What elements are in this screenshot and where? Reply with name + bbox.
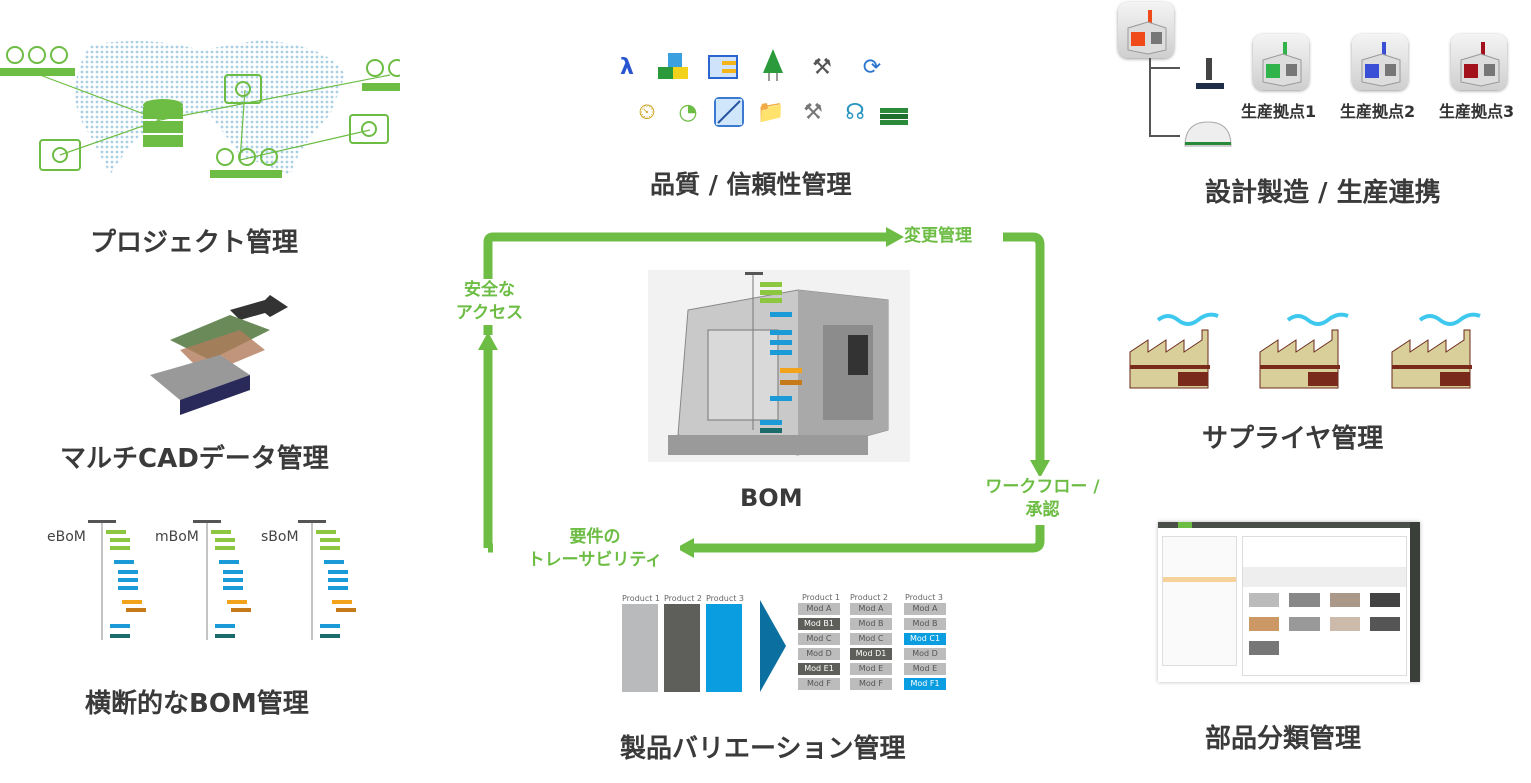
section-title-project: プロジェクト管理 (90, 228, 299, 258)
label-line: 安全な (464, 280, 515, 300)
tools-icon: ⚒ (812, 54, 832, 80)
product-3-bar (706, 604, 742, 692)
section-title-design-mfg: 設計製造 / 生産連携 (1205, 178, 1441, 208)
world-map-image (0, 40, 400, 178)
product-2-label: Product 2 (664, 594, 703, 603)
module-cell: Mod B (904, 618, 946, 630)
label-workflow-approval: ワークフロー / 承認 (970, 476, 1115, 522)
module-cell: Mod C (850, 633, 892, 645)
label-line: 承認 (1025, 500, 1060, 520)
module-cell: Mod D (798, 648, 840, 660)
factory-icon (1451, 34, 1507, 90)
module-cell: Mod C1 (904, 633, 946, 645)
module-cell: Mod C (798, 633, 840, 645)
module-cell: Mod F (850, 678, 892, 690)
cycle-right-line (1003, 232, 1045, 462)
lambda-icon: λ (620, 54, 634, 80)
section-title-quality: 品質 / 信頼性管理 (650, 170, 852, 199)
label-change-management: 変更管理 (904, 225, 972, 248)
product-1-label: Product 1 (622, 594, 661, 603)
caliper-icon: ⚒ (803, 99, 823, 125)
label-line: アクセス (455, 303, 524, 323)
product-2-label: Product 2 (850, 593, 889, 602)
product-1-bar (622, 604, 658, 692)
section-title-supplier: サプライヤ管理 (1202, 424, 1384, 454)
factory-icon (1352, 34, 1408, 90)
mbom-label: mBoM (155, 529, 199, 545)
section-title-multicad: マルチCADデータ管理 (60, 444, 329, 474)
gear-icon (39, 74, 389, 171)
section-title-variation: 製品バリエーション管理 (620, 734, 906, 764)
cad-assembly-image (150, 295, 288, 415)
bom-machine-image (648, 270, 910, 462)
people-group-icon (0, 46, 75, 76)
product-1-label: Product 1 (802, 593, 841, 602)
bom-label: BOM (740, 484, 803, 512)
plug-icon (758, 49, 788, 81)
clock-coins-icon: ⏲ (638, 99, 656, 125)
module-cell: Mod B (850, 618, 892, 630)
ebom-label: eBoM (47, 529, 86, 545)
section-title-parts: 部品分類管理 (1205, 724, 1362, 754)
tree-connector (1149, 58, 1232, 147)
module-cell: Mod A (904, 603, 946, 615)
books-icon (880, 100, 910, 130)
cycle-left-line (483, 348, 493, 553)
label-line: ワークフロー / (985, 477, 1100, 497)
section-title-cross-bom: 横断的なBOM管理 (85, 689, 309, 719)
label-line: トレーサビリティ (527, 550, 663, 570)
label-line: 要件の (569, 527, 621, 547)
module-cell: Mod F (798, 678, 840, 690)
label-traceability: 要件の トレーサビリティ (510, 526, 680, 572)
cycle-bottom-line (692, 525, 1045, 553)
supplier-factories-image (1129, 312, 1482, 390)
bom-trees-image (88, 520, 357, 641)
arrow-up (478, 332, 498, 350)
product-3-label: Product 3 (706, 594, 745, 603)
label-secure-access: 安全な アクセス (442, 279, 537, 325)
cycle-icon: ⟳ (862, 54, 882, 80)
chart-line-icon (714, 97, 744, 127)
module-cell: Mod B1 (798, 618, 840, 630)
module-cell: Mod D (904, 648, 946, 660)
database-icon (143, 99, 183, 147)
arrow-down (1030, 460, 1050, 478)
arrow-right (886, 227, 904, 247)
arrow-left (676, 538, 694, 558)
module-cell: Mod E (904, 663, 946, 675)
safety-helmet-icon (1184, 121, 1232, 147)
cycle-top-line (483, 232, 888, 335)
drill-press-icon (1196, 58, 1224, 89)
transform-arrow-icon (760, 600, 786, 692)
module-cell: Mod E1 (798, 663, 840, 675)
module-cell: Mod F1 (904, 678, 946, 690)
headset-icon: ☊ (845, 99, 865, 125)
timer-icon: ◔ (678, 99, 698, 125)
folder-icon: 📁 (757, 99, 785, 125)
module-cell: Mod A (798, 603, 840, 615)
parts-classification-screenshot (1158, 522, 1420, 682)
production-site-label: 生産拠点2 (1340, 102, 1416, 121)
module-cell: Mod D1 (850, 648, 892, 660)
factory-icon (1253, 34, 1309, 90)
product-2-bar (664, 604, 700, 692)
module-cell: Mod E (850, 663, 892, 675)
product-3-label: Product 3 (905, 593, 944, 602)
sbom-label: sBoM (261, 529, 299, 545)
table-icon (708, 52, 738, 82)
module-cell: Mod A (850, 603, 892, 615)
blocks-icon (658, 52, 688, 82)
production-site-label: 生産拠点1 (1241, 102, 1317, 121)
main-factory-icon (1118, 2, 1174, 58)
production-site-label: 生産拠点3 (1439, 102, 1515, 121)
